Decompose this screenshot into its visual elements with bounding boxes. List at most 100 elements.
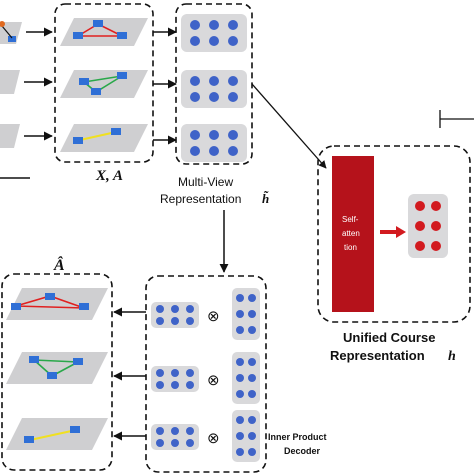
- reconstructed-adjacency-box: [1, 273, 113, 471]
- embedding-dot: [156, 427, 164, 435]
- input-node: [8, 36, 16, 42]
- graph-node: [93, 20, 103, 27]
- product-symbol-2: ⊗: [207, 372, 220, 389]
- embedding-dot: [236, 294, 244, 302]
- self-attention-label-line1: Self-: [342, 215, 359, 224]
- embedding-dot: [190, 130, 200, 140]
- embedding-dot: [156, 369, 164, 377]
- embedding-dot: [431, 201, 441, 211]
- embedding-dot: [186, 305, 194, 313]
- multiview-symbol: h̃: [262, 191, 269, 206]
- graph-node: [111, 128, 121, 135]
- graph-node: [79, 78, 89, 85]
- embedding-dot: [236, 390, 244, 398]
- view-edges-red: [75, 23, 123, 37]
- graph-node: [45, 293, 55, 300]
- multiview-label-line2: Representation: [160, 192, 241, 206]
- embedding-dot: [186, 381, 194, 389]
- input-plane-1: [0, 22, 22, 44]
- unified-label-line2: Representation: [330, 348, 425, 363]
- input-node-orange: [0, 21, 5, 27]
- embedding-dot: [228, 36, 238, 46]
- reconstructed-frame: [1, 273, 113, 471]
- view-plane-2: [60, 70, 148, 98]
- embedding-dot: [171, 381, 179, 389]
- embedding-dot: [228, 92, 238, 102]
- view-embedding-dots: [190, 20, 238, 156]
- decoder-label-line1: Inner Product: [268, 432, 327, 442]
- graph-node: [79, 303, 89, 310]
- input-plane-2: [0, 70, 20, 94]
- embedding-dot: [228, 146, 238, 156]
- arrow-to-unified: [251, 83, 327, 169]
- embedding-dot: [248, 374, 256, 382]
- embedding-dot: [190, 20, 200, 30]
- embedding-dot: [236, 326, 244, 334]
- reconstructed-adjacency-label: Â: [53, 255, 65, 274]
- embedding-dot: [209, 76, 219, 86]
- embedding-dot: [248, 448, 256, 456]
- unified-label-line1: Unified Course: [343, 330, 435, 345]
- graph-node: [117, 72, 127, 79]
- embedding-dot: [171, 439, 179, 447]
- input-plane-3: [0, 124, 20, 148]
- embedding-dot: [236, 358, 244, 366]
- embedding-dot: [248, 416, 256, 424]
- feature-adjacency-frame: [54, 3, 154, 163]
- embedding-dot: [190, 36, 200, 46]
- embedding-dot: [171, 317, 179, 325]
- embedding-dot: [228, 130, 238, 140]
- embedding-dot: [248, 390, 256, 398]
- feature-adjacency-box: [54, 3, 154, 163]
- embedding-dot: [236, 416, 244, 424]
- embedding-dot: [209, 92, 219, 102]
- embedding-dot: [248, 310, 256, 318]
- embedding-dot: [236, 310, 244, 318]
- embedding-dot: [156, 381, 164, 389]
- graph-node: [47, 372, 57, 379]
- embedding-dot: [190, 92, 200, 102]
- decoder-box: ⊗ ⊗ ⊗: [145, 275, 267, 473]
- graph-node: [24, 436, 34, 443]
- embedding-dot: [431, 221, 441, 231]
- embedding-dot: [248, 326, 256, 334]
- embedding-dot: [190, 76, 200, 86]
- embedding-dot: [236, 374, 244, 382]
- recon-edges-red: [15, 295, 85, 309]
- graph-node: [11, 303, 21, 310]
- embedding-dot: [209, 130, 219, 140]
- embedding-dot: [190, 146, 200, 156]
- embedding-dot: [236, 448, 244, 456]
- embedding-dot: [156, 439, 164, 447]
- graph-node: [73, 32, 83, 39]
- product-symbol-1: ⊗: [207, 308, 220, 325]
- graph-node: [73, 358, 83, 365]
- embedding-dot: [431, 241, 441, 251]
- attention-output-arrow-head: [396, 226, 406, 238]
- embedding-dot: [209, 20, 219, 30]
- multiview-label-line1: Multi-View: [178, 175, 233, 189]
- graph-node: [70, 426, 80, 433]
- self-attention-label-line2: atten: [342, 229, 360, 238]
- embedding-dot: [186, 427, 194, 435]
- embedding-dot: [171, 427, 179, 435]
- decoder-label-line2: Decoder: [284, 446, 321, 456]
- embedding-dot: [171, 305, 179, 313]
- unified-embedding-panel: [408, 194, 448, 258]
- embedding-dot: [156, 317, 164, 325]
- embedding-dot: [248, 294, 256, 302]
- view-embedding-panel-3: [181, 124, 247, 162]
- embedding-dot: [209, 36, 219, 46]
- embedding-dot: [415, 221, 425, 231]
- recon-plane-2: [6, 352, 108, 384]
- embedding-dot: [248, 432, 256, 440]
- view-edge-yellow: [79, 131, 117, 141]
- unified-embedding-dots: [415, 201, 441, 251]
- embedding-dot: [228, 76, 238, 86]
- embedding-dot: [171, 369, 179, 377]
- embedding-dot: [156, 305, 164, 313]
- embedding-dot: [248, 358, 256, 366]
- embedding-dot: [415, 241, 425, 251]
- self-attention-block: [332, 156, 374, 312]
